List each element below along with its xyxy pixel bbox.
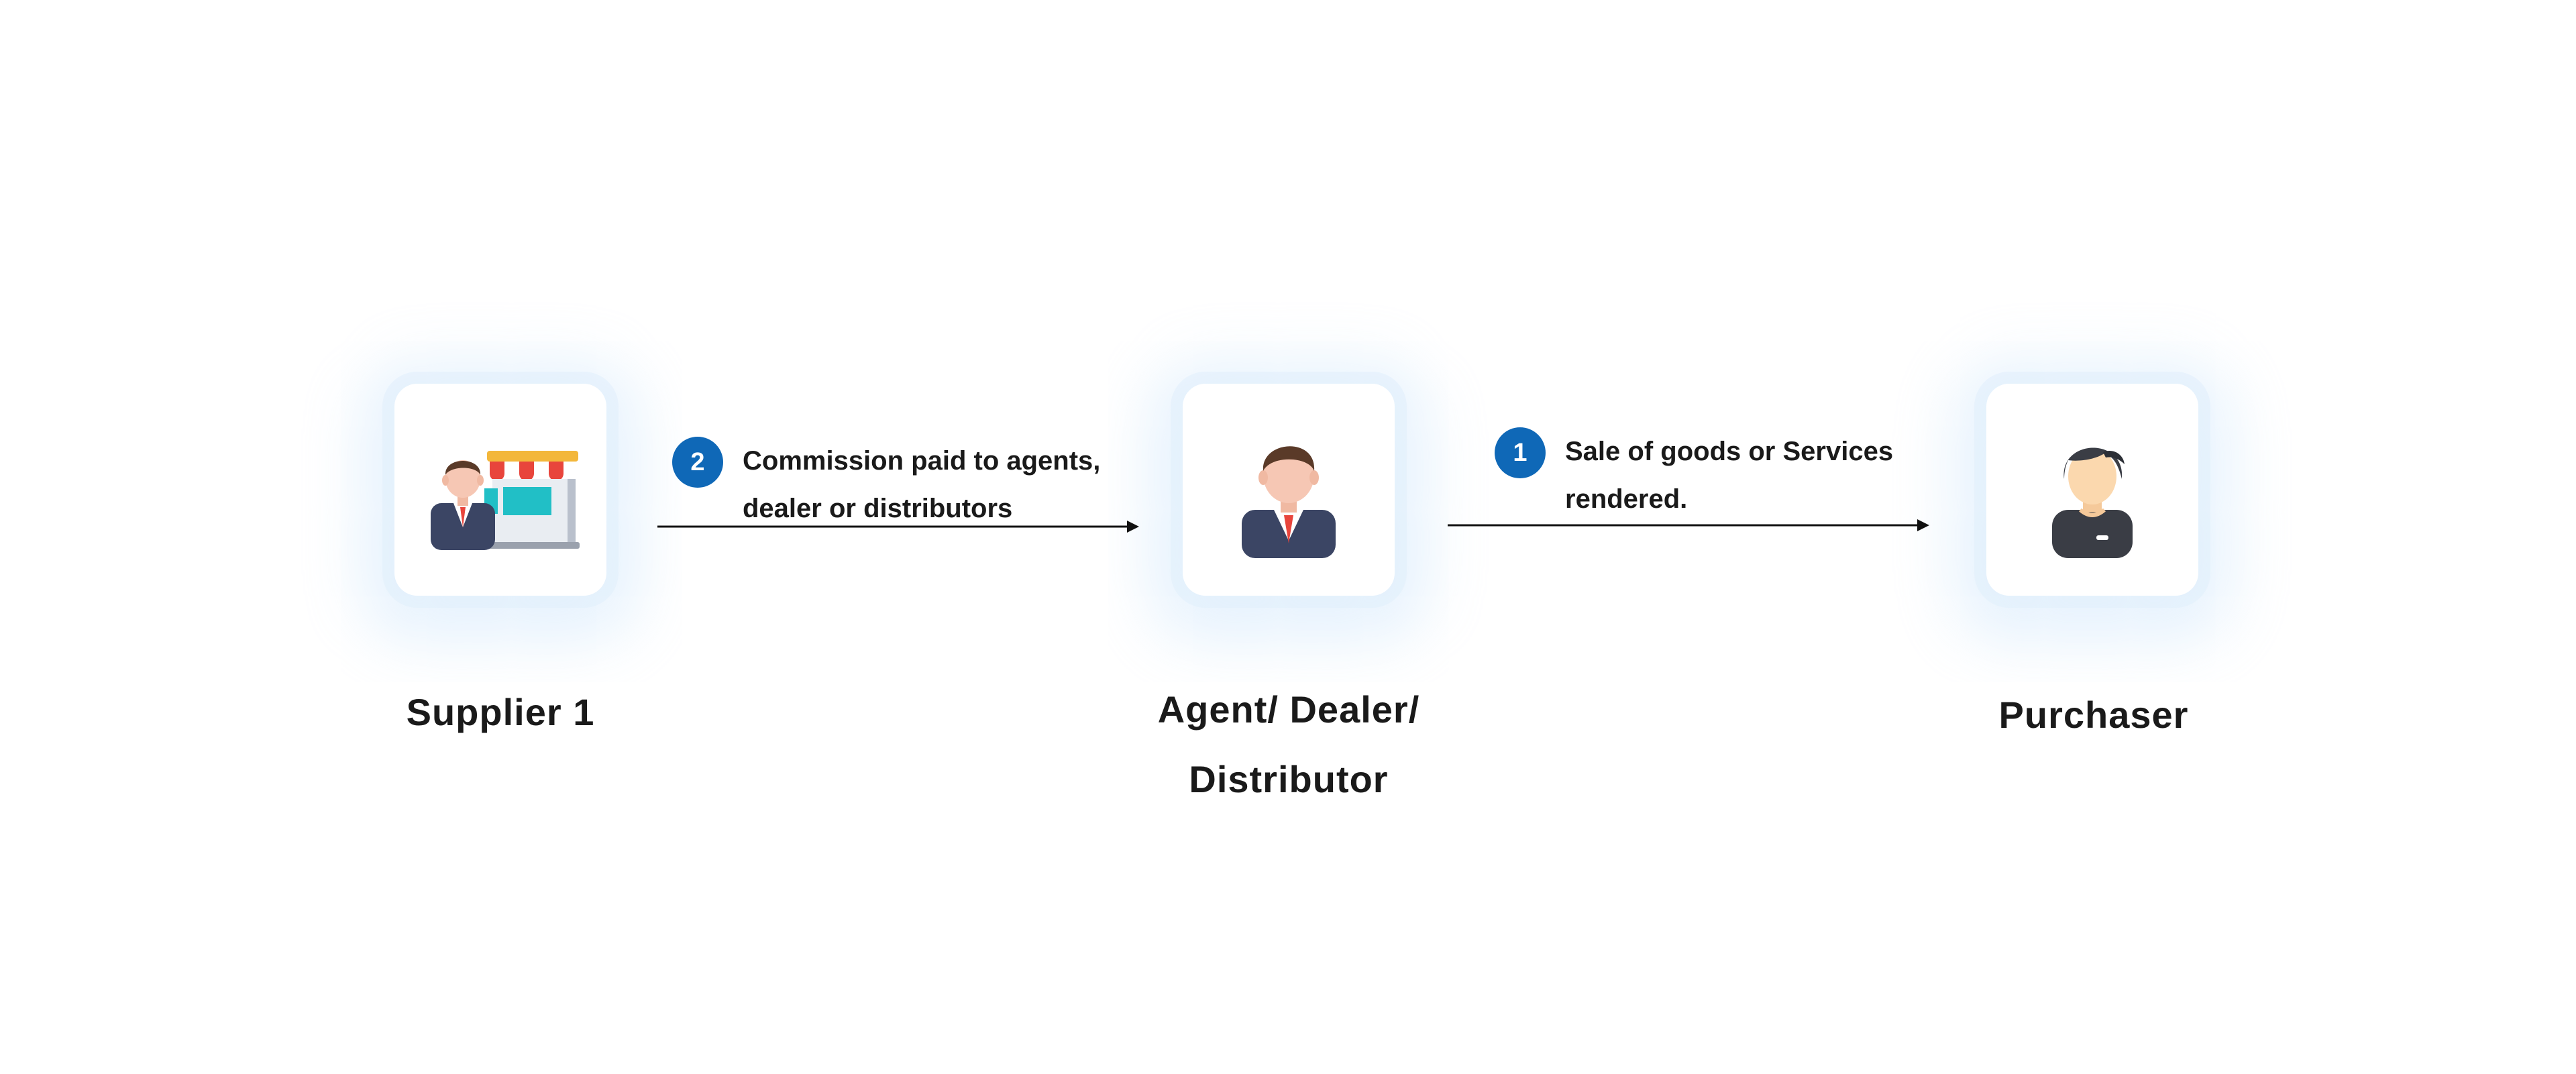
step-description: Commission paid to agents, dealer or dis… — [743, 446, 1101, 523]
supplier-label: Supplier 1 — [406, 691, 595, 733]
step-number-badge: 2 — [672, 437, 723, 488]
businessman-icon — [1242, 446, 1336, 558]
supplier-node — [394, 384, 606, 596]
customer-icon — [2052, 447, 2133, 558]
purchaser-node — [1986, 384, 2198, 596]
step-description: Sale of goods or Services rendered. — [1565, 437, 1894, 514]
arrow-agent-to-purchaser — [1448, 519, 1929, 531]
agent-label: Agent/ Dealer/ Distributor — [1157, 688, 1420, 800]
step-number-badge: 1 — [1495, 427, 1546, 478]
agent-node — [1183, 384, 1395, 596]
arrow-supplier-to-agent — [657, 521, 1139, 533]
purchaser-label: Purchaser — [1998, 694, 2189, 736]
store-owner-icon — [431, 451, 580, 550]
